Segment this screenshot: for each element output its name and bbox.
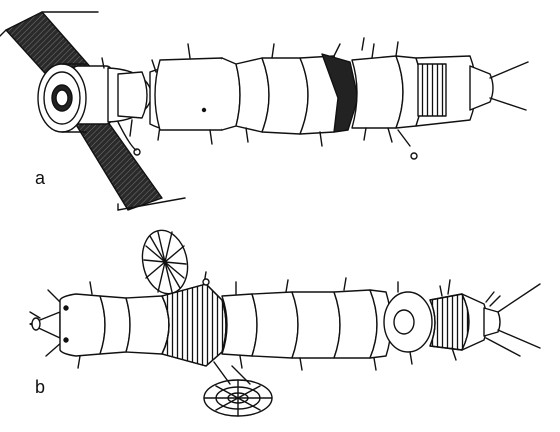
docking-probe-b [29,289,65,357]
engine-a [469,61,529,111]
docked-ship-b [59,281,170,369]
aft-module-a [351,37,477,160]
dish-antenna-lower [203,361,273,417]
hatch-module-b [383,281,433,365]
main-module-a [154,43,342,147]
docked-ship-a [71,57,153,156]
panel-label-b: b [35,377,46,397]
main-module-b [221,277,392,371]
station-b [29,229,541,417]
docking-port-a [37,63,87,133]
station-a [0,11,529,211]
aft-module-b [429,279,488,361]
engine-b [483,283,541,357]
instrument-ring-a [321,53,359,133]
panel-label-a: a [35,168,46,188]
